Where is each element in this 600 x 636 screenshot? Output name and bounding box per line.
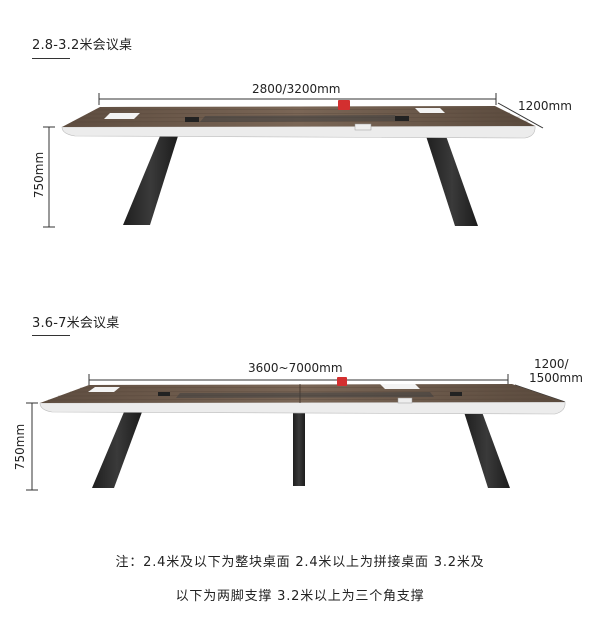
table2-height-label: 750mm [13,423,28,471]
table1-length-label: 2800/3200mm [252,82,341,96]
section2-title: 3.6-7米会议桌 [32,316,120,331]
table2-width-label-line1: 1200/ [534,357,569,371]
table1 [43,93,544,228]
table2-width-label-line2: 1500mm [529,371,583,385]
note-line-1: 注：2.4米及以下为整块桌面 2.4米以上为拼接桌面 3.2米及 [115,555,485,570]
table1-width-label: 1200mm [518,99,572,113]
section2-title-underline [32,335,70,336]
section1-title: 2.8-3.2米会议桌 [32,38,133,53]
note-line-2: 以下为两脚支撑 3.2米以上为三个角支撑 [175,589,425,604]
section1-title-underline [32,58,70,59]
table2-length-label: 3600~7000mm [248,361,343,375]
table2 [26,374,566,491]
table1-height-label: 750mm [32,151,47,199]
